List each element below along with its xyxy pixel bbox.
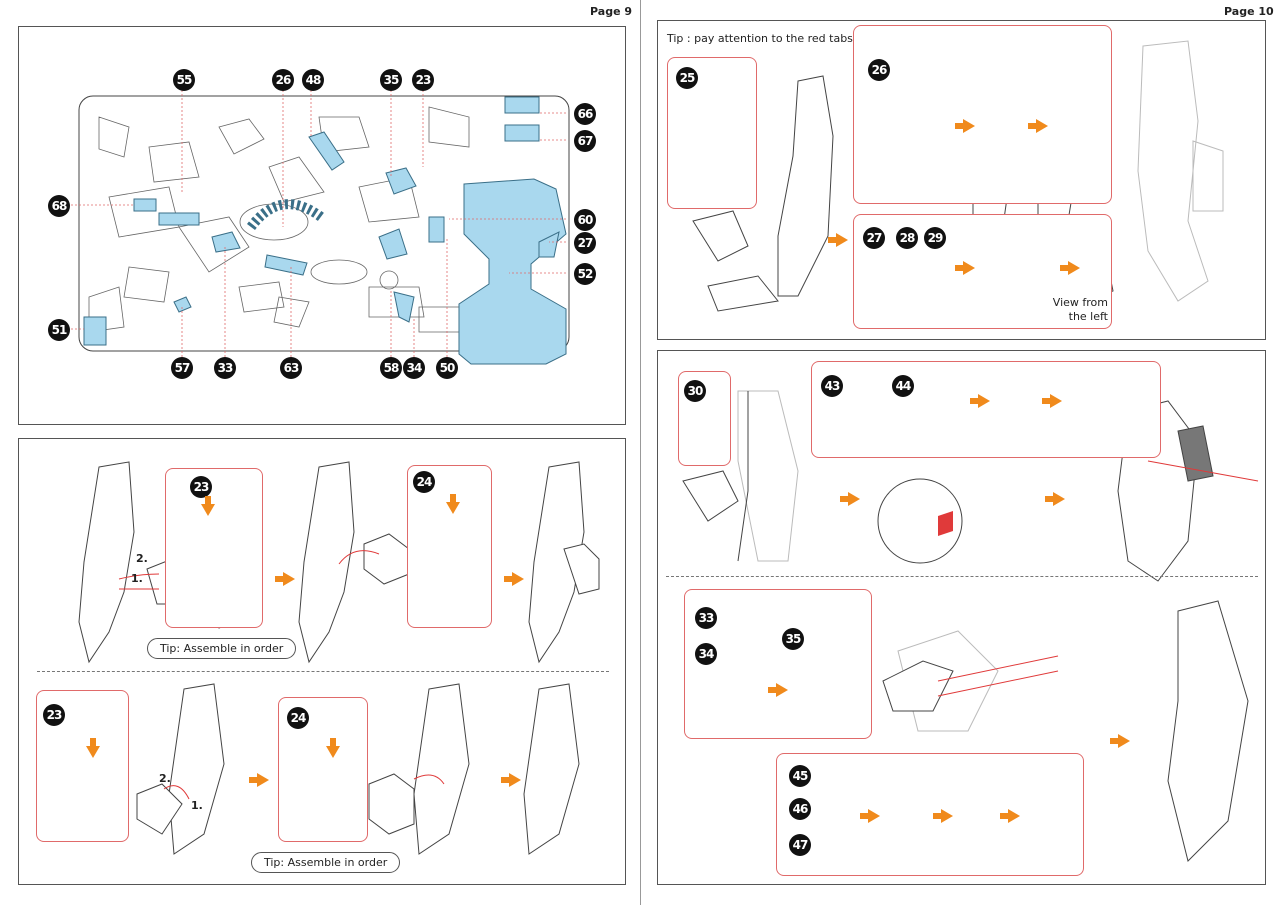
next-step-arrow-icon: [1028, 119, 1048, 133]
next-step-arrow-icon: [1000, 809, 1020, 823]
parts-sheet-panel: 55 26 48 35 23 66 67 60 27 52 68 51 57 3…: [18, 26, 626, 425]
step-divider: [37, 671, 609, 672]
step-divider: [666, 576, 1258, 577]
part-badge-68: 68: [48, 195, 70, 217]
part-badge-23: 23: [412, 69, 434, 91]
step-badge-30: 30: [684, 380, 706, 402]
part-badge-27: 27: [574, 232, 596, 254]
next-step-arrow-icon: [955, 119, 975, 133]
next-step-arrow-icon: [955, 261, 975, 275]
next-step-arrow-icon: [828, 233, 848, 247]
part-badge-33: 33: [214, 357, 236, 379]
next-step-arrow-icon: [768, 683, 788, 697]
view-note-line-1: View from: [1052, 296, 1108, 309]
tip-assemble-in-order: Tip: Assemble in order: [251, 852, 401, 873]
step-23-box-upper: [165, 468, 263, 628]
next-step-arrow-icon: [970, 394, 990, 408]
part-badge-26: 26: [272, 69, 294, 91]
step-45-47-box: [776, 753, 1084, 876]
order-label-2: 2.: [159, 772, 171, 785]
next-step-arrow-icon: [1110, 734, 1130, 748]
next-step-arrow-icon: [1042, 394, 1062, 408]
part-badge-63: 63: [280, 357, 302, 379]
step-badge-43: 43: [821, 375, 843, 397]
part-badge-51: 51: [48, 319, 70, 341]
down-arrow-icon: [446, 502, 460, 514]
down-arrow-icon: [86, 746, 100, 758]
part-badge-34: 34: [403, 357, 425, 379]
page-number: Page 9: [590, 5, 633, 18]
next-step-arrow-icon: [249, 773, 269, 787]
step-badge-27: 27: [863, 227, 885, 249]
next-step-arrow-icon: [1045, 492, 1065, 506]
step-badge-34: 34: [695, 643, 717, 665]
step-26-box: [853, 25, 1112, 204]
step-badge-24: 24: [287, 707, 309, 729]
next-step-arrow-icon: [501, 773, 521, 787]
part-badge-55: 55: [173, 69, 195, 91]
tip-red-tabs: Tip : pay attention to the red tabs: [667, 32, 853, 45]
page-gutter: [640, 0, 641, 905]
part-badge-35: 35: [380, 69, 402, 91]
next-step-arrow-icon: [504, 572, 524, 586]
parts-sheet-diagram: [59, 90, 570, 365]
next-step-arrow-icon: [933, 809, 953, 823]
step-24-box-lower: [278, 697, 368, 842]
part-badge-57: 57: [171, 357, 193, 379]
part-badge-58: 58: [380, 357, 402, 379]
step-badge-26: 26: [868, 59, 890, 81]
steps-30-47-panel: 30 43 44 33 34 35 45 46 47: [657, 350, 1266, 885]
view-note-line-2: the left: [1068, 310, 1108, 323]
order-label-2: 2.: [136, 552, 148, 565]
step-43-44-box: [811, 361, 1161, 458]
next-step-arrow-icon: [1060, 261, 1080, 275]
step-badge-25: 25: [676, 67, 698, 89]
order-label-1: 1.: [131, 572, 143, 585]
part-badge-60: 60: [574, 209, 596, 231]
step-badge-44: 44: [892, 375, 914, 397]
next-step-arrow-icon: [275, 572, 295, 586]
step-badge-46: 46: [789, 798, 811, 820]
tip-assemble-in-order: Tip: Assemble in order: [147, 638, 297, 659]
down-arrow-icon: [326, 746, 340, 758]
step-badge-23: 23: [43, 704, 65, 726]
part-badge-66: 66: [574, 103, 596, 125]
step-badge-23: 23: [190, 476, 212, 498]
part-badge-67: 67: [574, 130, 596, 152]
step-badge-24: 24: [413, 471, 435, 493]
view-from-left-note: View from the left: [1042, 296, 1108, 324]
part-badge-48: 48: [302, 69, 324, 91]
next-step-arrow-icon: [860, 809, 880, 823]
step-badge-47: 47: [789, 834, 811, 856]
down-arrow-icon: [201, 504, 215, 516]
order-label-1: 1.: [191, 799, 203, 812]
steps-23-24-panel: 23 24 2. 1. Tip: Assemble in order 23 24…: [18, 438, 626, 885]
step-badge-33: 33: [695, 607, 717, 629]
next-step-arrow-icon: [840, 492, 860, 506]
part-badge-52: 52: [574, 263, 596, 285]
step-badge-35: 35: [782, 628, 804, 650]
steps-25-29-panel: Tip : pay attention to the red tabs: [657, 20, 1266, 340]
step-badge-29: 29: [924, 227, 946, 249]
page-number: Page 10: [1224, 5, 1274, 18]
step-badge-45: 45: [789, 765, 811, 787]
part-badge-50: 50: [436, 357, 458, 379]
step-badge-28: 28: [896, 227, 918, 249]
